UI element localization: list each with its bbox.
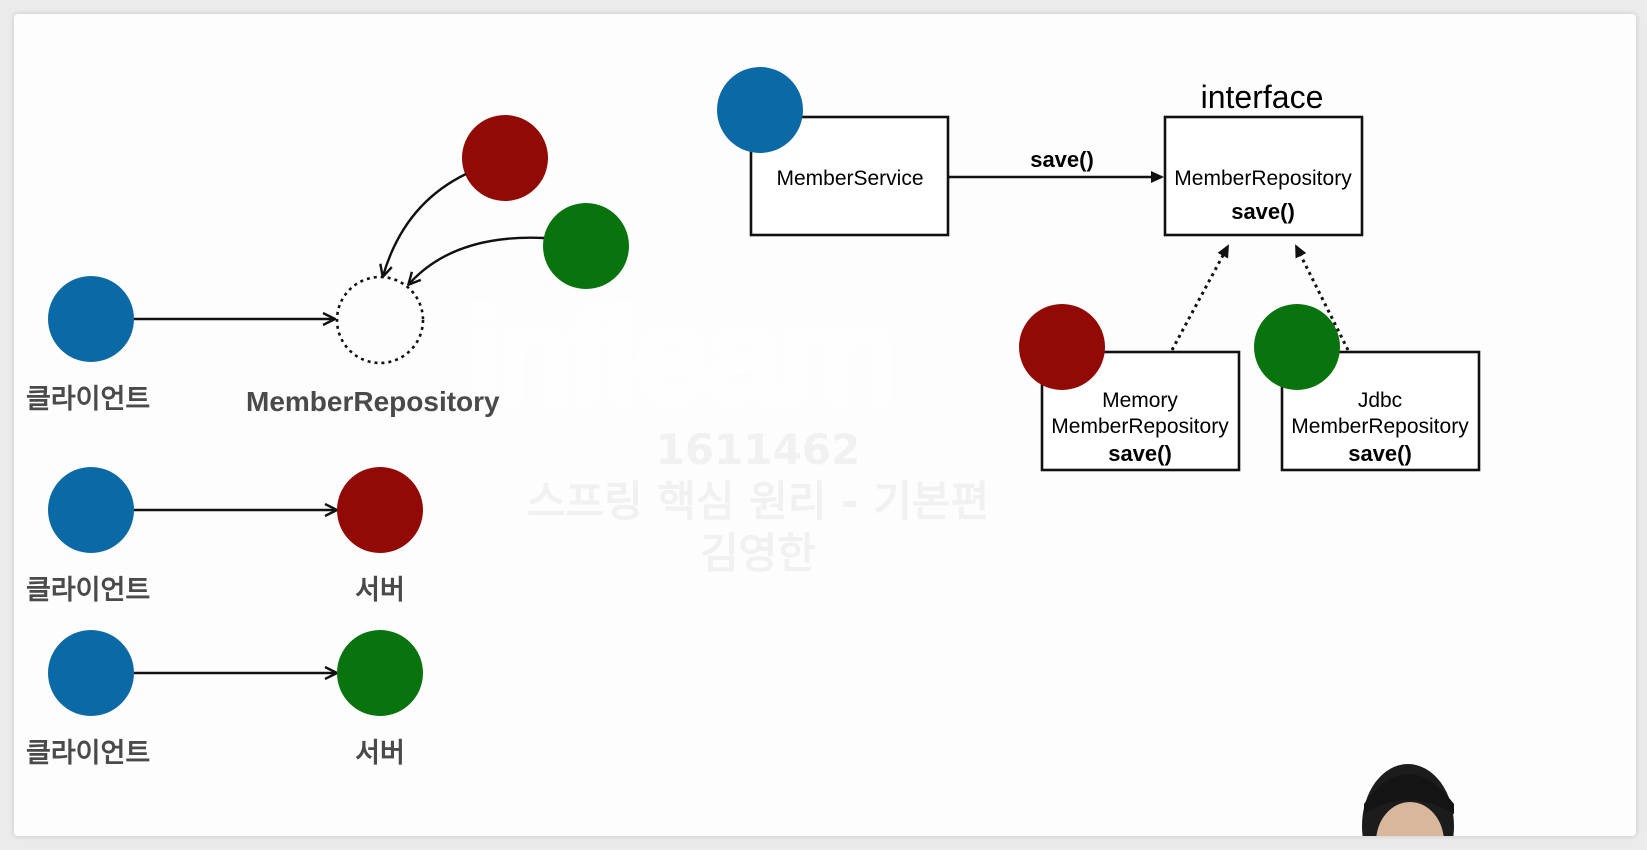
right-class-diagram: MemberService save() interface MemberRep… [717,67,1481,472]
memory-realization-arrow [1170,244,1230,351]
client-label-2: 클라이언트 [26,575,150,606]
red-to-repository-arrow [383,172,467,276]
repository-placeholder-circle [335,275,425,365]
watermark-logo: inflearn [469,282,895,428]
client-circle-1 [48,276,134,362]
left-dependency-diagram: 클라이언트 MemberRepository 클라이언트 서버 클라이언트 서버 [26,115,629,769]
interface-label: interface [1201,79,1324,115]
client-circle-3 [48,630,134,716]
server-label-1: 서버 [355,575,405,606]
member-service-label: MemberService [776,167,923,190]
client-circle-2 [48,467,134,553]
member-repository-interface-box [1163,115,1364,237]
green-implementation-circle [543,203,629,289]
diagram-slide: inflearn 1611462 스프링 핵심 원리 - 기본편 김영한 클라이… [14,14,1636,836]
green-server-circle [337,630,423,716]
jdbc-save-label: save() [1348,441,1412,466]
client-label-1: 클라이언트 [26,384,150,415]
memory-repository-circle [1019,304,1105,390]
member-repository-label: MemberRepository [246,386,500,417]
member-service-circle [717,67,803,153]
memory-label-line2: MemberRepository [1051,415,1229,438]
memory-label-line1: Memory [1102,389,1178,412]
red-server-circle [337,467,423,553]
save-arrow-label: save() [1030,147,1094,172]
interface-name-label: MemberRepository [1174,167,1352,190]
client-label-3: 클라이언트 [26,738,150,769]
jdbc-label-line1: Jdbc [1358,389,1402,412]
watermark-course-title: 스프링 핵심 원리 - 기본편 [527,477,989,526]
red-implementation-circle [462,115,548,201]
jdbc-realization-arrow [1294,244,1350,351]
watermark: inflearn 1611462 스프링 핵심 원리 - 기본편 김영한 [464,277,989,578]
diagram-canvas: inflearn 1611462 스프링 핵심 원리 - 기본편 김영한 클라이… [26,67,1481,836]
server-label-2: 서버 [355,738,405,769]
jdbc-label-line2: MemberRepository [1291,415,1469,438]
memory-save-label: save() [1108,441,1172,466]
green-to-repository-arrow [409,236,545,284]
jdbc-repository-circle [1254,304,1340,390]
watermark-author: 김영한 [700,529,816,578]
watermark-course-id: 1611462 [656,425,861,474]
interface-save-label: save() [1231,199,1295,224]
presenter-avatar [1362,764,1454,836]
